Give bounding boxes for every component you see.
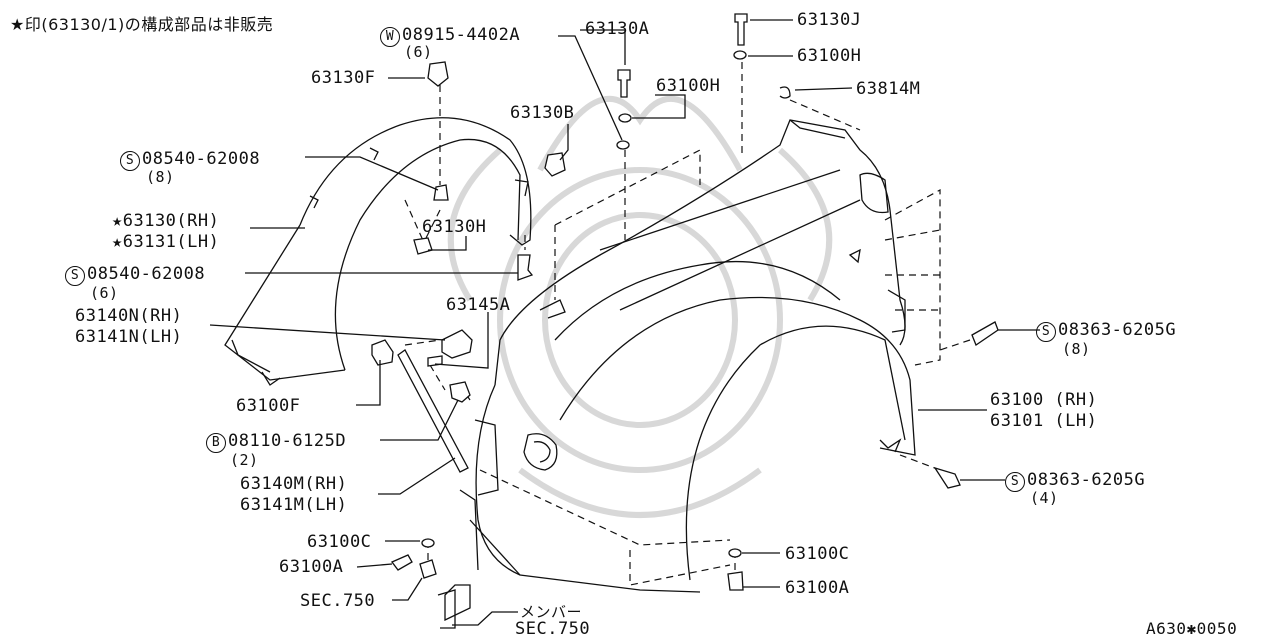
label-63140N-rh: 63140N(RH) — [75, 306, 183, 326]
label-sec750-bottom: SEC.750 — [515, 619, 591, 639]
w-quantity: (6) — [404, 43, 433, 61]
label-63100C-left: 63100C — [307, 532, 372, 552]
fender-bracket — [397, 329, 473, 629]
label-63140M-rh: 63140M(RH) — [240, 474, 348, 494]
label-63130H: 63130H — [422, 217, 487, 237]
s3-part-number: 08363-6205G — [1058, 320, 1177, 340]
label-63130J: 63130J — [797, 10, 862, 30]
label-63100A-right: 63100A — [785, 578, 850, 598]
s4-part-number: 08363-6205G — [1027, 470, 1146, 490]
b-quantity: (2) — [230, 451, 259, 469]
s-symbol-4: S — [1005, 472, 1025, 492]
b-symbol: B — [206, 433, 226, 453]
label-member: メンバー — [520, 603, 583, 621]
fender-liner — [224, 117, 532, 386]
label-63131-lh: ★63131(LH) — [112, 232, 220, 252]
watermark-emblem — [447, 95, 833, 518]
s3-quantity: (8) — [1062, 340, 1091, 358]
assembly-dashed-lines — [404, 62, 971, 586]
label-63100A-left: 63100A — [279, 557, 344, 577]
drawing-code: A630✱0050 — [1146, 619, 1238, 638]
label-63145A: 63145A — [446, 295, 511, 315]
label-63100-rh: 63100 (RH) — [990, 390, 1098, 410]
w-symbol: W — [380, 27, 400, 47]
s-symbol-3: S — [1036, 322, 1056, 342]
s1-quantity: (8) — [146, 168, 175, 186]
s4-quantity: (4) — [1030, 489, 1059, 507]
s1-part-number: 08540-62008 — [142, 149, 261, 169]
label-63141M-lh: 63141M(LH) — [240, 495, 348, 515]
leader-lines — [209, 19, 1040, 626]
w-part-number: 08915-4402A — [402, 25, 521, 45]
label-63130A: 63130A — [585, 19, 650, 39]
label-63130B: 63130B — [510, 103, 575, 123]
fasteners — [371, 13, 999, 591]
label-63130-rh: ★63130(RH) — [112, 211, 220, 231]
label-63101-lh: 63101 (LH) — [990, 411, 1098, 431]
label-63814M: 63814M — [856, 79, 921, 99]
b-part-number: 08110-6125D — [228, 431, 347, 451]
non-sale-note: ★印(63130/1)の構成部品は非販売 — [10, 15, 274, 34]
label-63100F: 63100F — [236, 396, 301, 416]
label-63100H-top: 63100H — [797, 46, 862, 66]
label-63141N-lh: 63141N(LH) — [75, 327, 183, 347]
label-63100H-mid: 63100H — [656, 76, 721, 96]
s-symbol-2: S — [65, 266, 85, 286]
s-symbol-1: S — [120, 151, 140, 171]
label-sec750-left: SEC.750 — [300, 591, 376, 611]
front-fender-panel — [459, 119, 916, 593]
s2-part-number: 08540-62008 — [87, 264, 206, 284]
label-63100C-right: 63100C — [785, 544, 850, 564]
s2-quantity: (6) — [90, 284, 119, 302]
label-63130F: 63130F — [311, 68, 376, 88]
